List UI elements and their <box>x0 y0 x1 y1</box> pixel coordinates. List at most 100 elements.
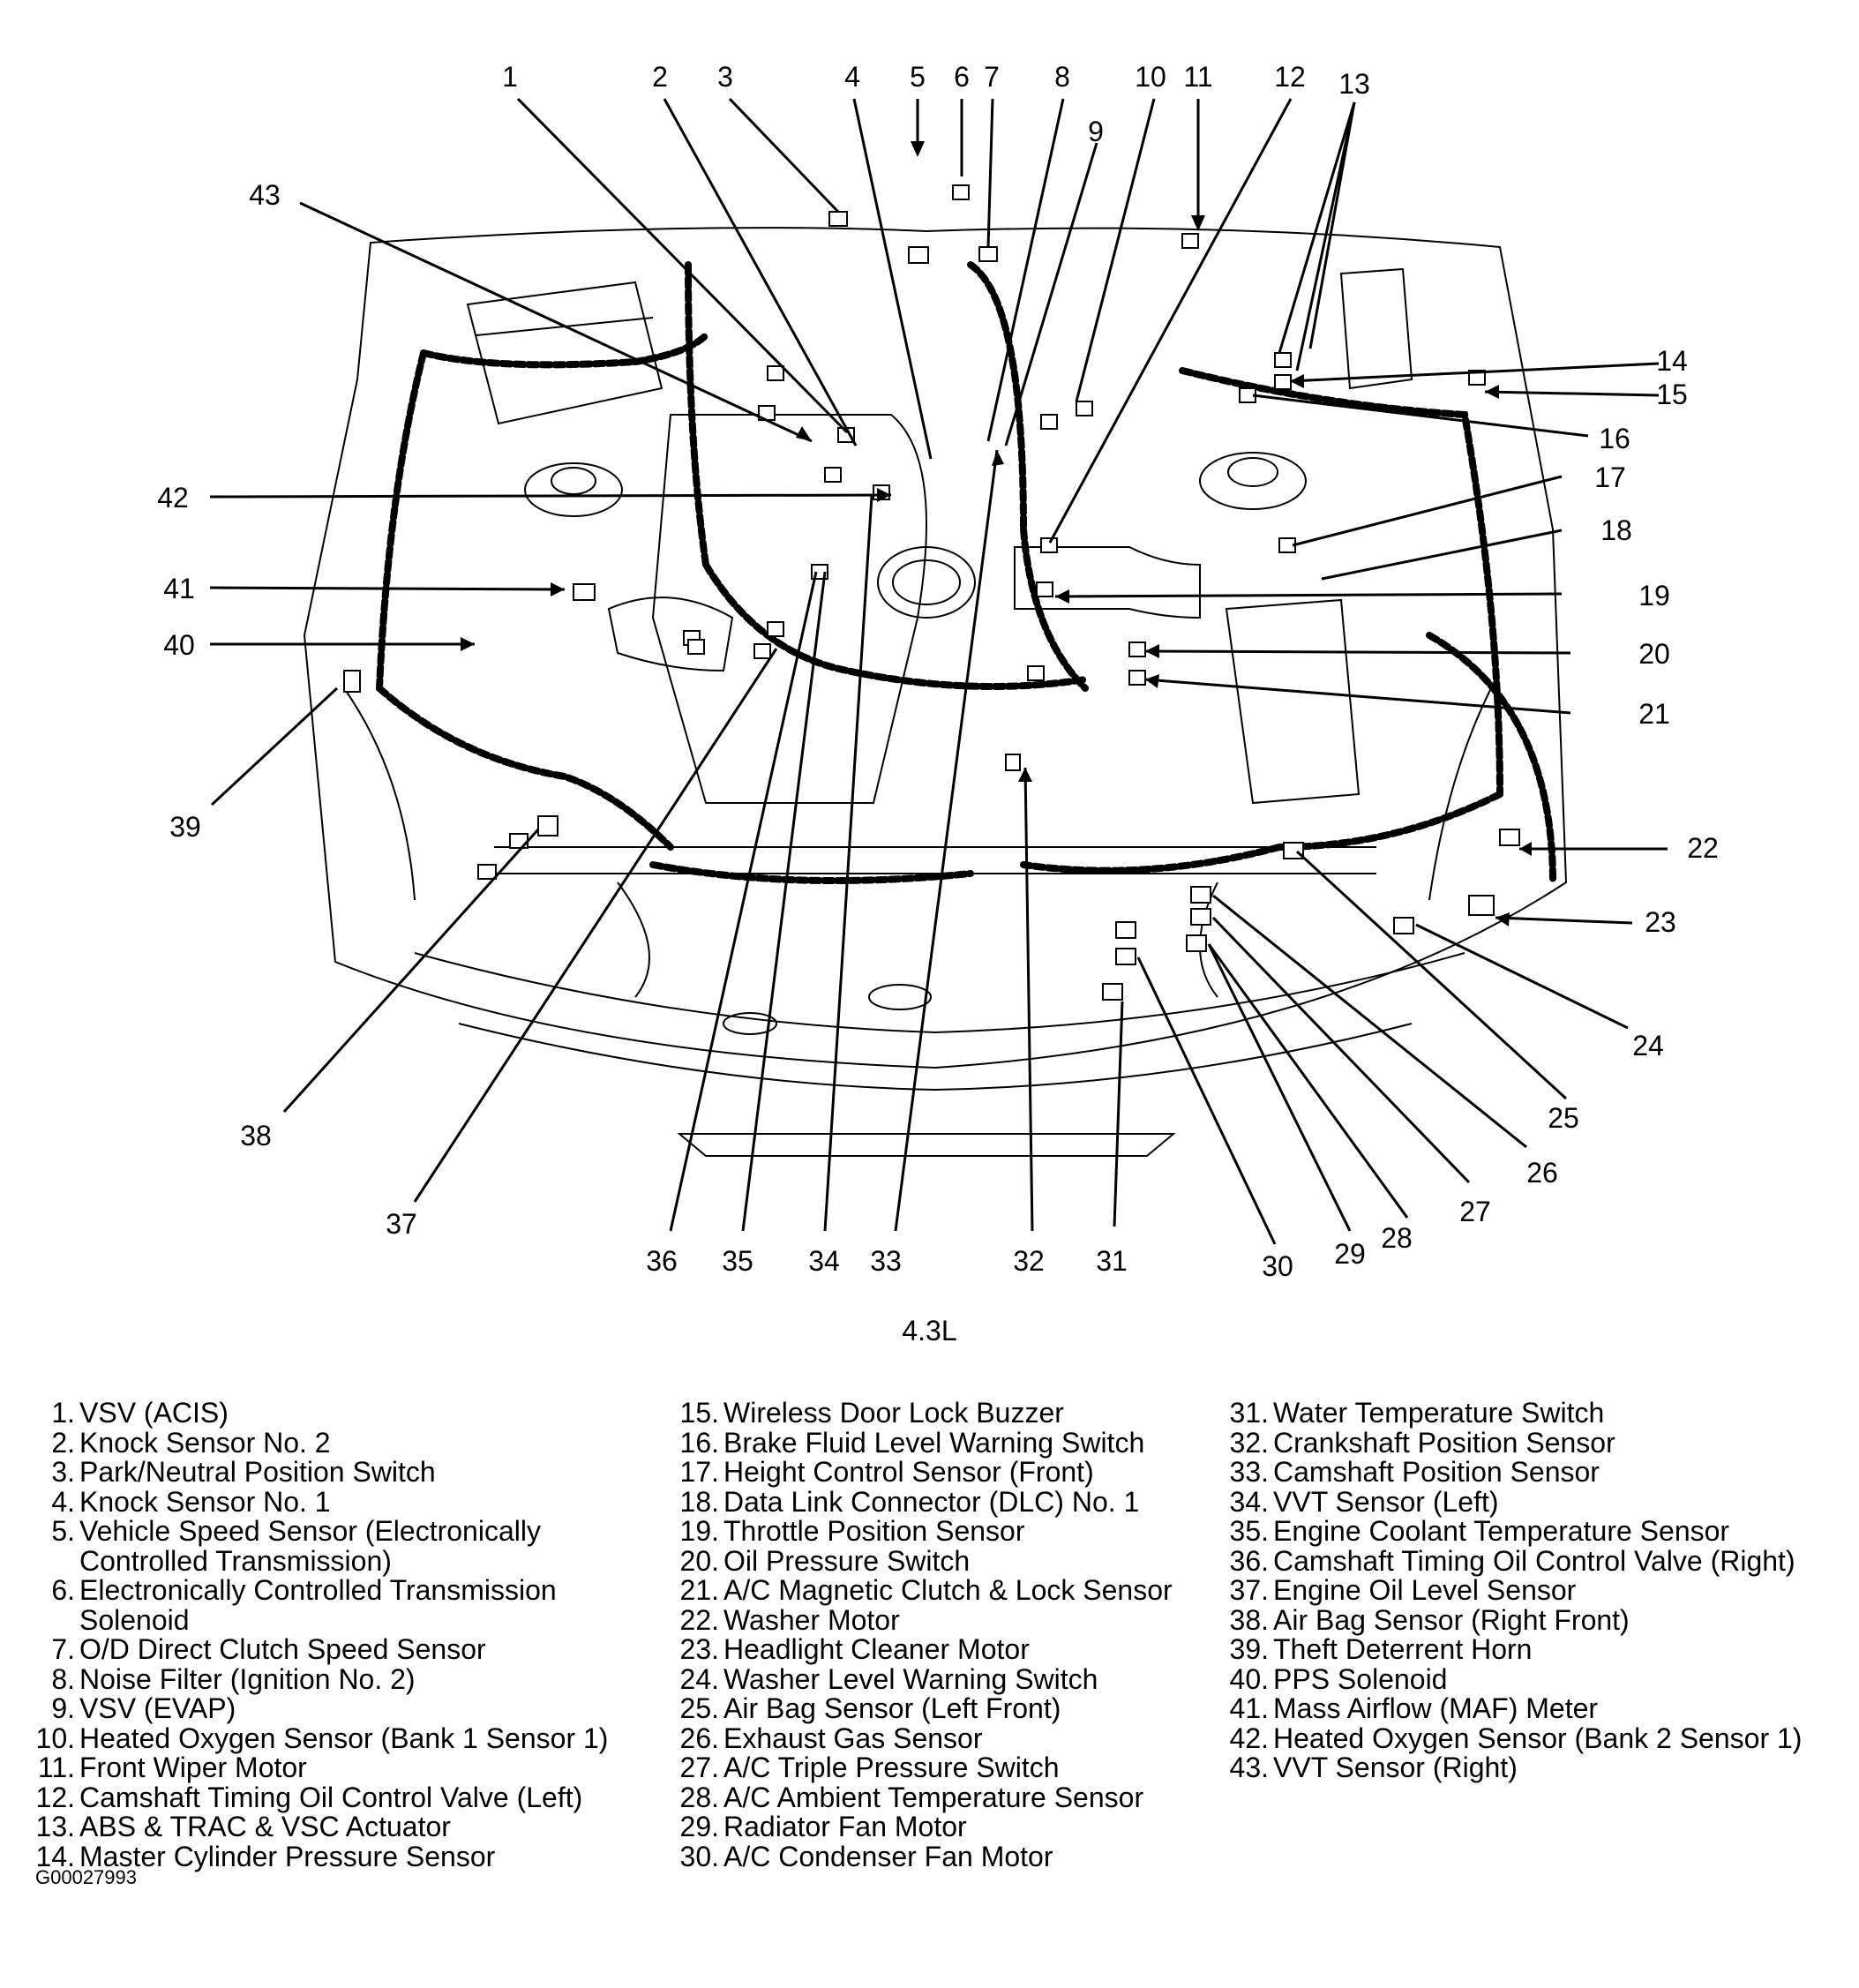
callout-2: 2 <box>652 61 668 93</box>
callout-10: 10 <box>1135 61 1166 93</box>
legend-item-number: 29. <box>679 1811 719 1842</box>
legend-item-label: Camshaft Timing Oil Control Valve (Right… <box>1273 1544 1795 1577</box>
legend-item-number: 43. <box>1229 1752 1269 1783</box>
legend-item-number: 13. <box>35 1811 75 1842</box>
legend-item-number: 24. <box>679 1662 719 1695</box>
callout-38: 38 <box>240 1120 272 1152</box>
legend-item-number: 23. <box>679 1633 719 1665</box>
callout-36: 36 <box>646 1245 678 1277</box>
legend-item-label: Noise Filter (Ignition No. 2) <box>79 1662 416 1695</box>
callout-17: 17 <box>1594 461 1626 493</box>
callout-7: 7 <box>984 61 1000 93</box>
legend-item: 37.Engine Oil Level Sensor <box>1225 1574 1842 1606</box>
legend-item-number: 5. <box>51 1515 75 1547</box>
callout-18: 18 <box>1600 514 1632 546</box>
legend-item-number: 17. <box>679 1456 719 1488</box>
callout-22: 22 <box>1687 832 1719 864</box>
legend-item: 2.Knock Sensor No. 2 <box>19 1426 655 1459</box>
legend-item-label: Vehicle Speed Sensor (Electronically Con… <box>79 1515 541 1577</box>
leader-lines <box>209 97 1668 1245</box>
legend-item-number: 33. <box>1229 1456 1269 1488</box>
legend-item-label: A/C Triple Pressure Switch <box>723 1752 1060 1783</box>
legend-item-number: 12. <box>35 1781 75 1813</box>
legend-item-number: 27. <box>679 1752 719 1783</box>
legend-item: 31.Water Temperature Switch <box>1225 1398 1842 1429</box>
legend-item-label: Knock Sensor No. 1 <box>79 1485 331 1518</box>
legend-item-number: 39. <box>1229 1633 1269 1665</box>
legend-item: 35.Engine Coolant Temperature Sensor <box>1225 1515 1842 1547</box>
legend-item: 7.O/D Direct Clutch Speed Sensor <box>19 1634 655 1665</box>
callout-31: 31 <box>1096 1245 1128 1277</box>
connector-markers <box>343 184 1520 1001</box>
legend-item-label: A/C Magnetic Clutch & Lock Sensor <box>723 1574 1173 1606</box>
legend-item-label: Engine Coolant Temperature Sensor <box>1273 1515 1730 1547</box>
legend-item-number: 35. <box>1229 1515 1269 1547</box>
legend-item-label: Washer Level Warning Switch <box>723 1662 1098 1695</box>
legend-item-label: Knock Sensor No. 2 <box>79 1426 331 1459</box>
legend-item-label: Data Link Connector (DLC) No. 1 <box>723 1485 1140 1518</box>
legend-item: 36.Camshaft Timing Oil Control Valve (Ri… <box>1225 1544 1842 1577</box>
callout-41: 41 <box>163 573 195 604</box>
legend-item-label: Radiator Fan Motor <box>723 1811 967 1842</box>
legend-item-number: 30. <box>679 1840 719 1872</box>
callout-35: 35 <box>722 1245 753 1277</box>
legend-item: 34.VVT Sensor (Left) <box>1225 1485 1842 1518</box>
legend-item: 25.Air Bag Sensor (Left Front) <box>675 1692 1231 1724</box>
legend-item: 11.Front Wiper Motor <box>19 1752 655 1783</box>
legend-item: 6.Electronically Controlled Transmission… <box>19 1574 655 1635</box>
legend-item-number: 8. <box>51 1662 75 1695</box>
callout-24: 24 <box>1632 1030 1664 1062</box>
legend-item-label: Park/Neutral Position Switch <box>79 1456 436 1488</box>
legend-item-label: Camshaft Timing Oil Control Valve (Left) <box>79 1781 583 1813</box>
legend-item-number: 18. <box>679 1485 719 1518</box>
legend-item: 43.VVT Sensor (Right) <box>1225 1752 1842 1783</box>
legend-item: 26.Exhaust Gas Sensor <box>675 1723 1231 1754</box>
legend-item-number: 42. <box>1229 1722 1269 1754</box>
legend-item: 17.Height Control Sensor (Front) <box>675 1456 1231 1488</box>
legend-item-number: 6. <box>51 1574 75 1606</box>
legend-item-number: 34. <box>1229 1485 1269 1518</box>
callout-25: 25 <box>1548 1102 1579 1134</box>
callout-21: 21 <box>1638 698 1670 730</box>
legend-item-number: 38. <box>1229 1603 1269 1636</box>
legend-item-label: Oil Pressure Switch <box>723 1544 971 1577</box>
callout-20: 20 <box>1638 638 1670 670</box>
legend-item: 23.Headlight Cleaner Motor <box>675 1633 1231 1665</box>
legend-item-label: Heated Oxygen Sensor (Bank 1 Sensor 1) <box>79 1722 609 1754</box>
legend-item-label: Crankshaft Position Sensor <box>1273 1426 1615 1459</box>
legend-item-label: ABS & TRAC & VSC Actuator <box>79 1811 451 1842</box>
callout-19: 19 <box>1638 580 1670 611</box>
figure-code: G00027993 <box>35 1866 137 1888</box>
legend-item-label: Engine Oil Level Sensor <box>1273 1574 1577 1606</box>
callout-30: 30 <box>1262 1250 1293 1282</box>
leader-arrowheads <box>461 141 1532 926</box>
legend-item: 19.Throttle Position Sensor <box>675 1516 1231 1547</box>
legend-item: 22.Washer Motor <box>675 1603 1231 1636</box>
callout-4: 4 <box>844 61 860 93</box>
legend-item: 20.Oil Pressure Switch <box>675 1544 1231 1577</box>
legend-item-number: 25. <box>679 1692 719 1724</box>
engine-caption: 4.3L <box>902 1315 957 1347</box>
legend-item: 9.VSV (EVAP) <box>19 1693 655 1724</box>
callout-14: 14 <box>1656 345 1688 377</box>
legend-item-label: Front Wiper Motor <box>79 1752 307 1783</box>
legend-item-label: Washer Motor <box>723 1603 900 1636</box>
callout-32: 32 <box>1013 1245 1045 1277</box>
legend-item-label: Mass Airflow (MAF) Meter <box>1273 1692 1599 1724</box>
callout-8: 8 <box>1054 61 1070 93</box>
legend-item: 30.A/C Condenser Fan Motor <box>675 1842 1231 1872</box>
legend-item-number: 2. <box>51 1426 75 1459</box>
callout-9: 9 <box>1088 116 1104 147</box>
legend-item-number: 4. <box>51 1485 75 1518</box>
legend-item: 32.Crankshaft Position Sensor <box>1225 1426 1842 1459</box>
legend-item: 24.Washer Level Warning Switch <box>675 1662 1231 1695</box>
callout-34: 34 <box>808 1245 840 1277</box>
callout-12: 12 <box>1274 61 1306 93</box>
callout-40: 40 <box>163 629 195 661</box>
legend-item-number: 11. <box>37 1752 75 1783</box>
legend-item-number: 1. <box>51 1397 75 1429</box>
callout-39: 39 <box>169 811 201 843</box>
callout-labels: 1 2 3 4 5 6 7 8 9 10 11 12 13 14 15 16 1… <box>157 61 1719 1282</box>
